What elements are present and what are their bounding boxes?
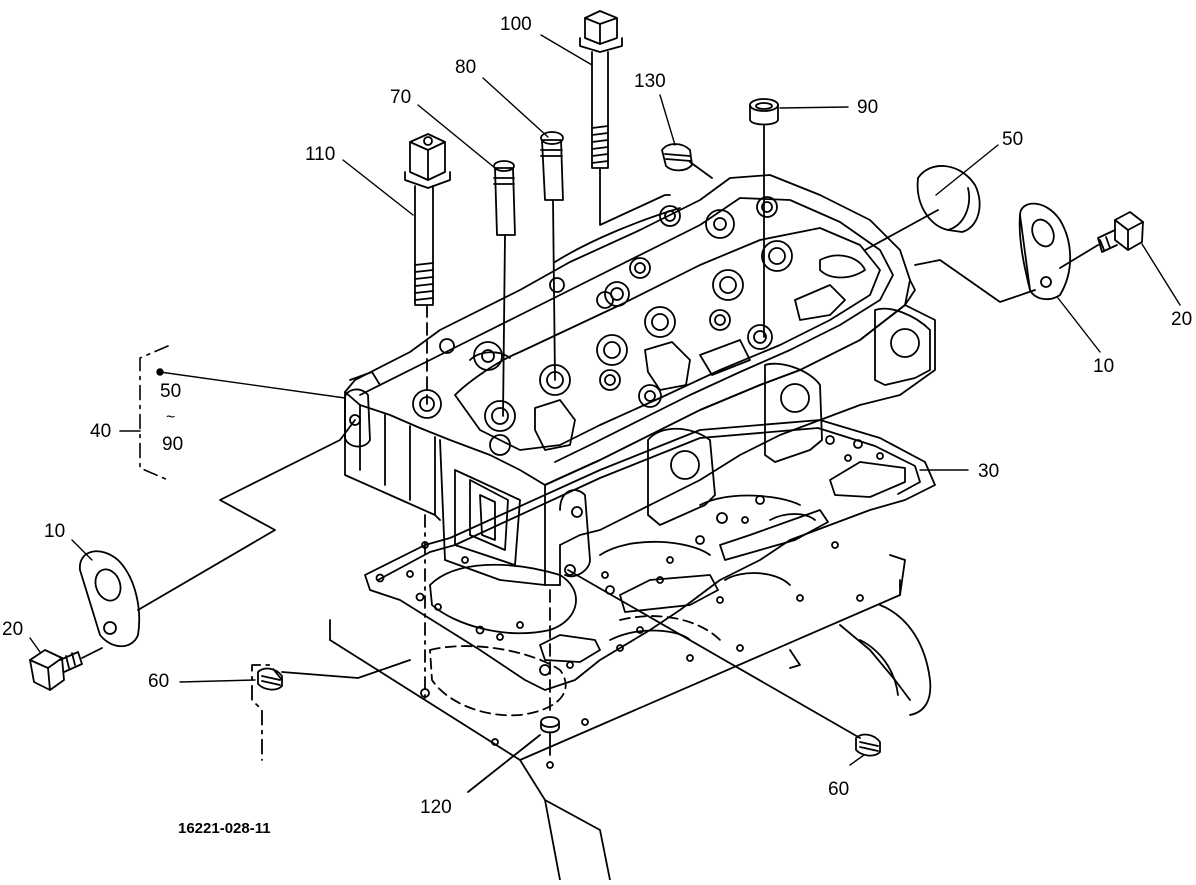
head-bolt-100 bbox=[580, 11, 670, 225]
callout-110: 110 bbox=[305, 144, 336, 165]
valve-guide-80 bbox=[541, 132, 563, 380]
head-bolt-110 bbox=[405, 134, 450, 404]
plug-60-right bbox=[568, 570, 880, 756]
cap-90 bbox=[750, 99, 778, 337]
engine-block bbox=[330, 542, 930, 880]
drawing-number: 16221-028-11 bbox=[178, 820, 271, 837]
range-symbol: ~ bbox=[166, 409, 176, 426]
bolt-20-left bbox=[30, 648, 102, 690]
head-gasket bbox=[365, 420, 935, 690]
callout-120: 120 bbox=[420, 797, 452, 818]
callout-20-left: 20 bbox=[2, 619, 24, 640]
bolt-20-right bbox=[1060, 212, 1143, 268]
callout-50-bracket: 50 bbox=[160, 381, 182, 402]
callout-60-left: 60 bbox=[148, 671, 170, 692]
leader-lines bbox=[30, 35, 1180, 765]
callout-10-left: 10 bbox=[44, 521, 66, 542]
callout-100: 100 bbox=[500, 14, 532, 35]
plug-130 bbox=[662, 144, 712, 178]
dowel-center-lines bbox=[421, 515, 429, 700]
lifting-bracket-10-left bbox=[80, 420, 355, 646]
cylinder-head bbox=[345, 175, 935, 585]
callout-90-top: 90 bbox=[857, 97, 879, 118]
valve-guide-70 bbox=[494, 161, 515, 416]
callout-20-right: 20 bbox=[1171, 309, 1193, 330]
plug-disc-50 bbox=[865, 166, 980, 250]
callout-40: 40 bbox=[90, 421, 112, 442]
callout-60-right: 60 bbox=[828, 779, 850, 800]
o-ring-120 bbox=[468, 590, 559, 792]
callout-30: 30 bbox=[978, 461, 1000, 482]
callout-10-right: 10 bbox=[1093, 356, 1115, 377]
callout-90-bracket: 90 bbox=[162, 434, 184, 455]
lifting-bracket-10-right bbox=[915, 204, 1070, 302]
callout-130: 130 bbox=[634, 71, 666, 92]
callout-70: 70 bbox=[390, 87, 412, 108]
kit-bracket-40 bbox=[120, 346, 168, 480]
plug-60-left bbox=[252, 660, 410, 760]
callout-80: 80 bbox=[455, 57, 477, 78]
callout-50-right: 50 bbox=[1002, 129, 1024, 150]
